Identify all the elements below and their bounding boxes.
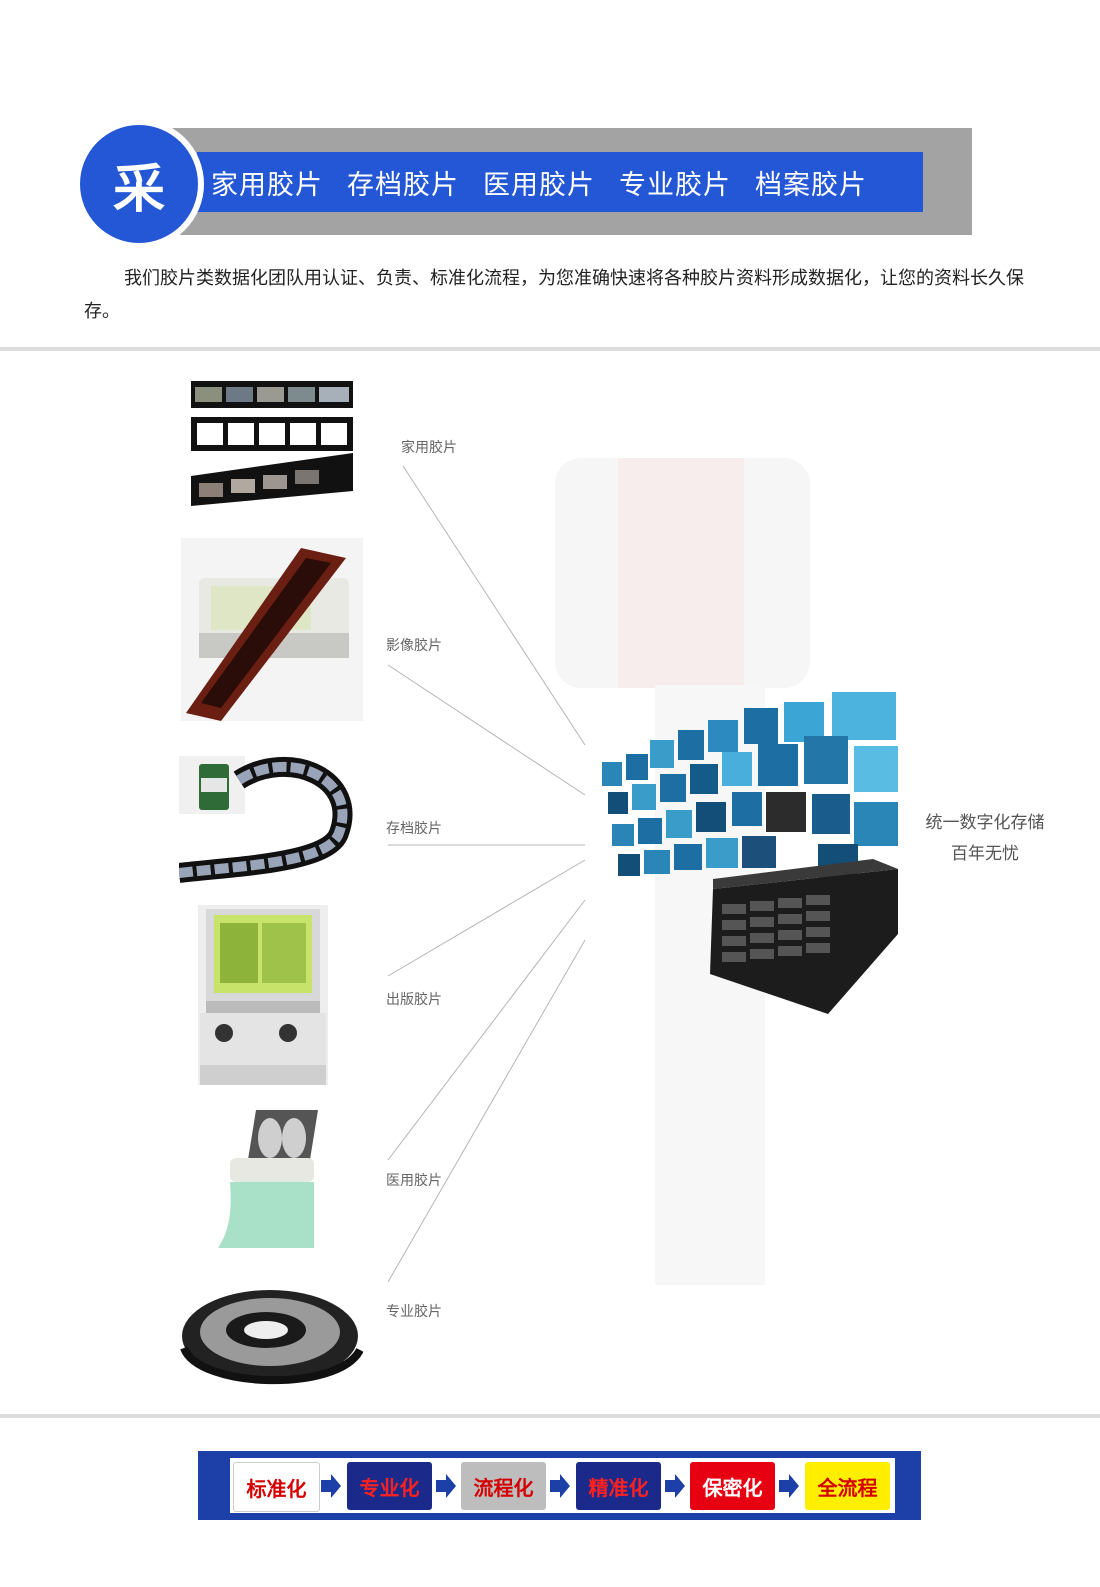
top-divider [0,347,1100,351]
connector-line-5 [387,899,586,1161]
tag-medical-film: 医用胶片 [483,169,595,201]
category-label-medical: 医用胶片 [386,1173,442,1189]
connector-line-1 [402,465,586,746]
flow-step-confidential: 保密化 [690,1462,775,1510]
section-badge-char: 采 [112,159,165,220]
flow-arrow-3 [550,1474,570,1498]
tag-archive-film: 存档胶片 [347,169,459,201]
tag-records-film: 档案胶片 [755,169,867,201]
section-badge: 采 [80,125,198,243]
category-label-publishing: 出版胶片 [386,992,442,1008]
storage-note-line1: 统一数字化存储 [925,813,1045,833]
image-film-roll [177,738,359,883]
flow-step-full-process: 全流程 [805,1462,890,1510]
image-xray-scanner [210,1110,322,1252]
tag-home-film: 家用胶片 [211,169,323,201]
category-label-imaging: 影像胶片 [386,638,442,654]
image-film-reel [178,1278,364,1400]
image-film-strip [191,381,353,506]
flow-step-standardized: 标准化 [233,1462,320,1512]
image-microfilm-reader [198,905,328,1085]
image-media-wall-server [598,684,903,1014]
storage-note-line2: 百年无忧 [951,844,1019,864]
tag-professional-film: 专业胶片 [619,169,731,201]
flow-arrow-4 [665,1474,685,1498]
category-label-professional: 专业胶片 [386,1304,442,1320]
header-tag-bar: 家用胶片 存档胶片 医用胶片 专业胶片 档案胶片 [197,152,923,212]
connector-line-2 [387,664,586,796]
flow-arrow-1 [321,1474,341,1498]
storage-note: 统一数字化存储 百年无忧 [910,808,1060,870]
flow-arrow-2 [436,1474,456,1498]
connector-line-4 [387,859,586,977]
connector-line-6 [387,939,586,1283]
intro-paragraph: 我们胶片类数据化团队用认证、负责、标准化流程，为您准确快速将各种胶片资料形成数据… [84,268,1024,322]
category-label-archive: 存档胶片 [386,821,442,837]
flow-step-professional: 专业化 [347,1462,432,1510]
bottom-divider [0,1414,1100,1418]
image-film-scanner [181,538,363,721]
flow-step-process: 流程化 [461,1462,546,1510]
watermark-logo-red [618,458,744,688]
category-label-home: 家用胶片 [401,440,457,456]
flow-arrow-5 [779,1474,799,1498]
flow-step-precision: 精准化 [576,1462,661,1510]
